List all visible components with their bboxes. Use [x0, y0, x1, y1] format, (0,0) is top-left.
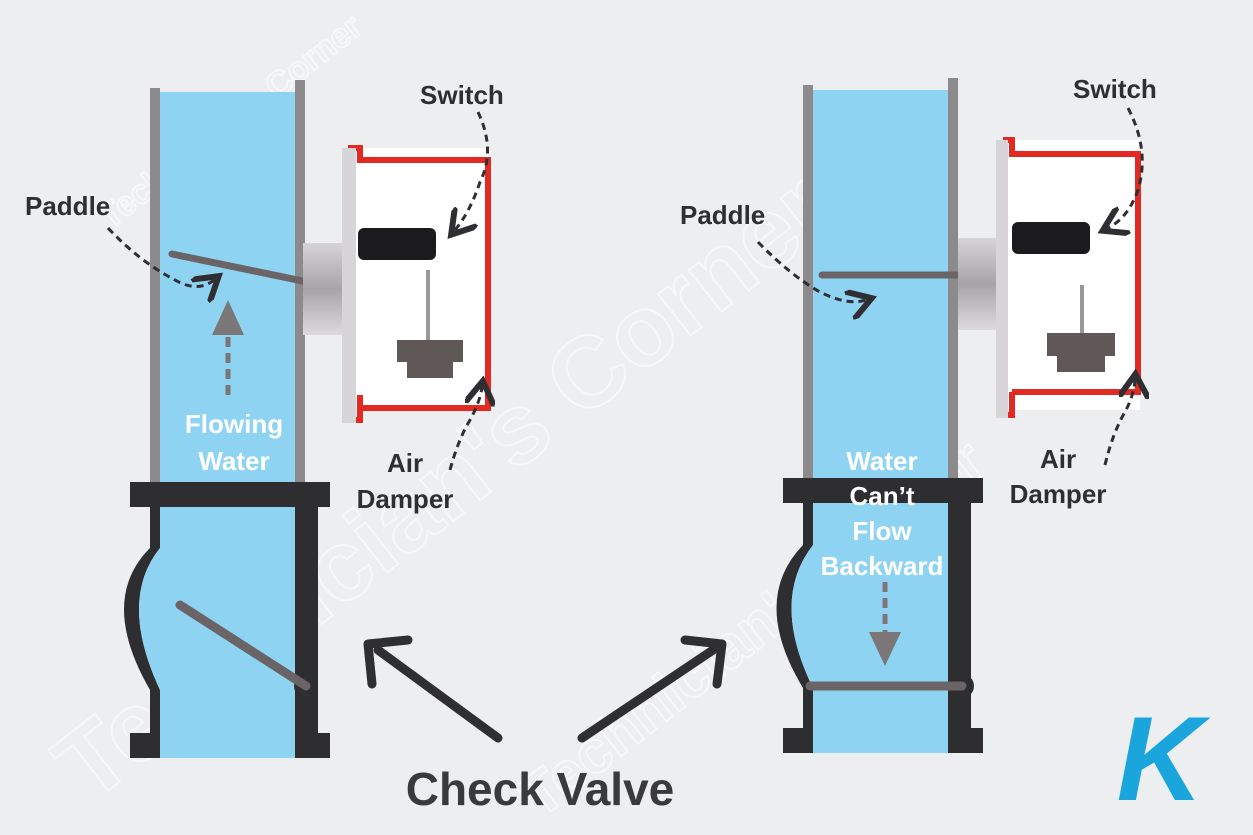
- right-switch-block: [1012, 222, 1090, 254]
- right-flow-label-line4: Backward: [821, 551, 944, 581]
- check-valve-label: Check Valve: [406, 763, 675, 815]
- right-paddle-label: Paddle: [680, 200, 765, 230]
- left-flow-arrow-head: [212, 300, 244, 335]
- right-check-valve: [776, 478, 983, 753]
- left-assembly: Switch Paddle Flowing Water Air Damper: [25, 80, 504, 758]
- left-valve-flap: [175, 600, 311, 691]
- left-flow-label-line2: Water: [198, 446, 269, 476]
- left-air-damper: [397, 340, 463, 378]
- left-switch-block: [358, 228, 436, 260]
- right-damper-label-line1: Air: [1040, 444, 1076, 474]
- right-switch-box: [996, 137, 1141, 418]
- left-bushing: [303, 243, 345, 335]
- right-flow-arrow-head: [869, 632, 901, 666]
- right-flow-label-line3: Flow: [852, 516, 912, 546]
- left-damper-label-line1: Air: [387, 448, 423, 478]
- right-damper-label-line2: Damper: [1010, 479, 1107, 509]
- k-logo-icon: K: [1117, 692, 1211, 826]
- right-bushing: [958, 238, 998, 330]
- left-pointer-arrow-shaft: [373, 645, 503, 743]
- left-flow-label-line1: Flowing: [185, 409, 283, 439]
- left-paddle-label: Paddle: [25, 191, 110, 221]
- right-pointer-arrow-shaft: [577, 645, 718, 743]
- right-air-damper: [1047, 333, 1115, 372]
- left-pipe-wall-left: [150, 88, 160, 483]
- right-pipe-wall-left: [803, 85, 813, 480]
- left-pointer-arrow-head: [363, 635, 413, 689]
- left-check-valve: [124, 482, 330, 758]
- left-damper-label-line2: Damper: [357, 484, 454, 514]
- left-pipe-water: [160, 92, 295, 757]
- right-flow-label-line1: Water: [846, 446, 917, 476]
- right-pointer-arrow-head: [680, 635, 727, 689]
- right-pipe-wall-right: [948, 78, 958, 480]
- right-assembly: Switch Paddle Water Can’t Flow Backward …: [680, 74, 1157, 753]
- left-switch-label: Switch: [420, 80, 504, 110]
- right-switch-label: Switch: [1073, 74, 1157, 104]
- left-switch-box: [342, 145, 491, 423]
- check-valve-callout: Check Valve: [363, 635, 727, 815]
- right-flow-label-line2: Can’t: [850, 481, 915, 511]
